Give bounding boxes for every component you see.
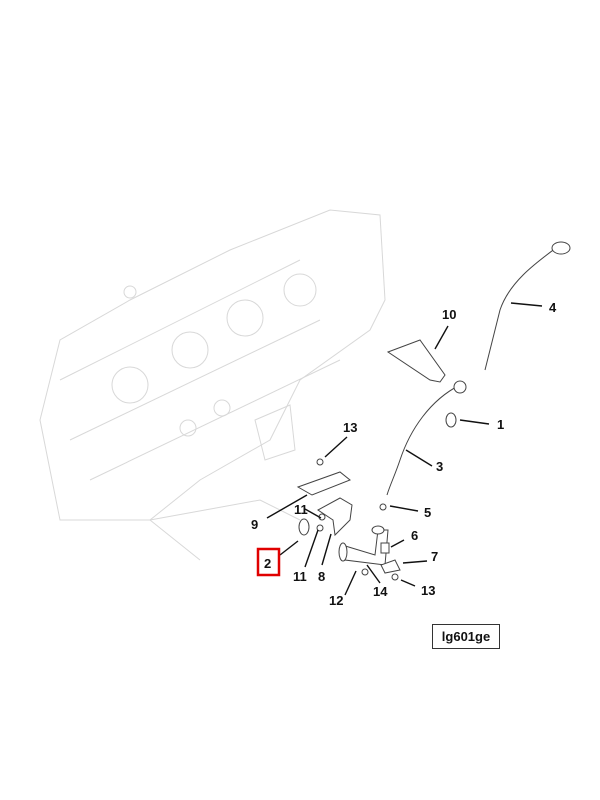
plate-part-9	[296, 471, 351, 496]
clamp-part-7	[380, 559, 401, 574]
callout-3: 3	[436, 459, 443, 474]
callout-12: 12	[329, 593, 343, 608]
dipstick-part-4	[484, 244, 561, 371]
callout-1: 1	[497, 417, 504, 432]
callout-11: 11	[294, 502, 308, 517]
callout-8: 8	[318, 569, 325, 584]
leader-lines	[266, 302, 543, 596]
engine-block-ghost	[39, 209, 386, 561]
o-ring-part-5	[379, 503, 387, 511]
clip-part-1	[445, 412, 457, 428]
callout-7: 7	[431, 549, 438, 564]
bolt-part-12	[361, 568, 369, 576]
bolt-part-13a	[316, 458, 324, 466]
callout-4: 4	[549, 300, 557, 315]
highlight-box	[256, 547, 281, 577]
callout-9: 9	[251, 517, 258, 532]
reference-code-box: lg601ge	[432, 624, 500, 649]
tube-part-3	[386, 384, 461, 496]
callout-2[interactable]: 2	[264, 556, 271, 571]
callout-11: 11	[293, 569, 307, 584]
callout-14: 14	[373, 584, 388, 599]
callout-10: 10	[442, 307, 456, 322]
nut-part-11b	[316, 524, 324, 532]
bolt-part-13b	[391, 573, 399, 581]
callout-13: 13	[343, 420, 357, 435]
tube-cap	[453, 380, 467, 394]
callout-13: 13	[421, 583, 435, 598]
cap-part-6	[380, 542, 390, 554]
callout-6: 6	[411, 528, 418, 543]
gasket-part-2	[298, 518, 310, 536]
bracket-part-10	[386, 339, 446, 383]
bracket-part-8	[317, 497, 353, 537]
callout-5: 5	[424, 505, 431, 520]
dipstick-handle	[551, 241, 571, 255]
parts	[296, 241, 571, 581]
